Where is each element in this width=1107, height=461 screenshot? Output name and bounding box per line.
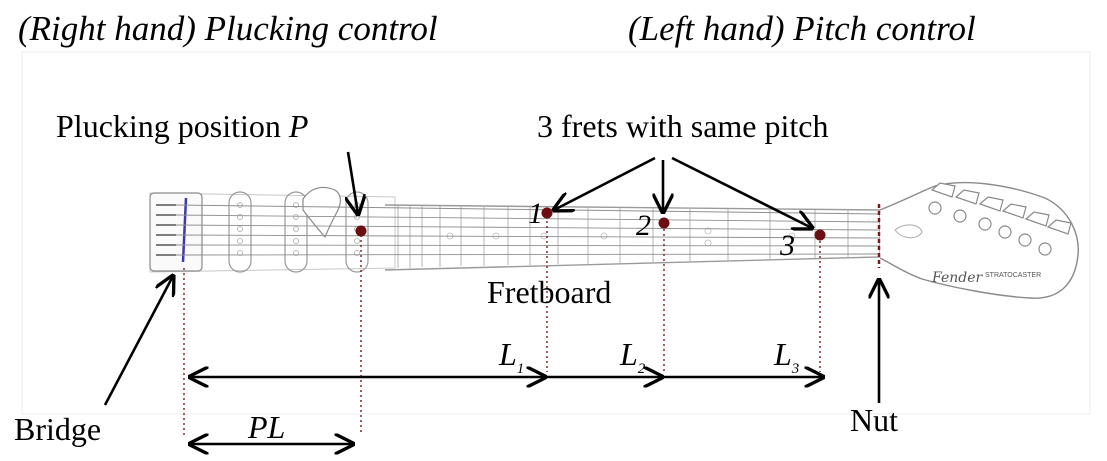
- fret-3-dot: [814, 229, 826, 241]
- length-label-2: L2: [619, 336, 646, 377]
- fret-1-pointer-arrow: [554, 156, 656, 210]
- pickup-neck: [345, 191, 369, 273]
- guitar-pick: [302, 186, 341, 239]
- pickup-bridge: [228, 191, 252, 273]
- header-plucking-control: (Right hand) Plucking control: [18, 9, 438, 48]
- fretboard-label: Fretboard: [487, 274, 611, 310]
- length-label-3: L3: [773, 336, 799, 377]
- bridge-saddles: [156, 204, 176, 256]
- bridge-pointer-arrow: [103, 276, 173, 406]
- pl-label: PL: [247, 409, 285, 445]
- length-arrows: [190, 377, 823, 444]
- pickup-middle: [284, 191, 308, 273]
- fret-1-dot: [541, 207, 553, 219]
- pointer-arrows: [103, 151, 879, 406]
- length-label-1: L1: [498, 336, 524, 377]
- bridge-saddle-line: [181, 197, 188, 263]
- bridge-plate: [149, 192, 203, 272]
- headstock-brand-logo: Fender: [931, 270, 983, 286]
- fret-1-number: 1: [528, 197, 543, 230]
- plucking-position-arrow: [348, 151, 358, 214]
- plucking-position-dot: [355, 225, 367, 237]
- guide-lines: [183, 216, 821, 438]
- frets-same-pitch-label: 3 frets with same pitch: [537, 108, 828, 144]
- fret-2-dot: [658, 217, 670, 229]
- tuning-pegs: [928, 182, 1072, 256]
- image-frame: [21, 51, 1091, 415]
- fret-3-number: 3: [779, 229, 795, 262]
- headstock-model-text: STRATOCASTER: [985, 272, 1041, 279]
- plucking-position-label: Plucking position P: [56, 108, 308, 144]
- nut-label: Nut: [850, 402, 898, 438]
- header-pitch-control: (Left hand) Pitch control: [628, 9, 976, 48]
- fret-3-pointer-arrow: [671, 156, 812, 228]
- bridge-label: Bridge: [14, 411, 101, 447]
- fret-2-number: 2: [636, 209, 651, 242]
